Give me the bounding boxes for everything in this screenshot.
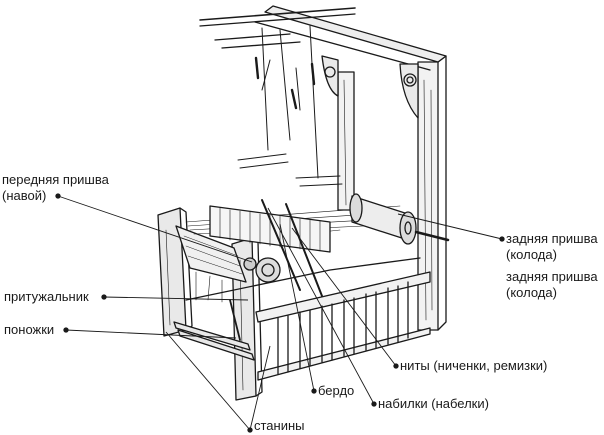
label-front-beam-line1: передняя пришва — [2, 172, 109, 187]
label-back-beam-repeat-line1: задняя пришва — [506, 269, 598, 284]
label-nabilki: набилки (набелки) — [378, 396, 489, 411]
label-back-beam-repeat-line2: (колода) — [506, 285, 557, 300]
right-post — [417, 55, 447, 331]
top-beams — [199, 5, 447, 71]
heddle-cords — [237, 25, 343, 187]
label-berdo: бердо — [318, 383, 355, 398]
label-nity: ниты (ниченки, ремизки) — [400, 358, 548, 373]
label-front-beam-line2: (навой) — [2, 188, 47, 203]
corner-braces — [321, 55, 419, 119]
label-back-beam-line2: (колода) — [506, 247, 557, 262]
base-rail — [185, 257, 431, 381]
label-staniny: станины — [254, 418, 305, 433]
label-pritu: притужальник — [4, 289, 89, 304]
label-ponozhki: поножки — [4, 322, 55, 337]
treadles — [173, 299, 255, 361]
reed — [209, 199, 331, 297]
back-roller — [349, 193, 450, 245]
cloth — [175, 225, 247, 303]
label-back-beam-line1: задняя пришва — [506, 231, 598, 246]
front-roller — [243, 257, 281, 283]
